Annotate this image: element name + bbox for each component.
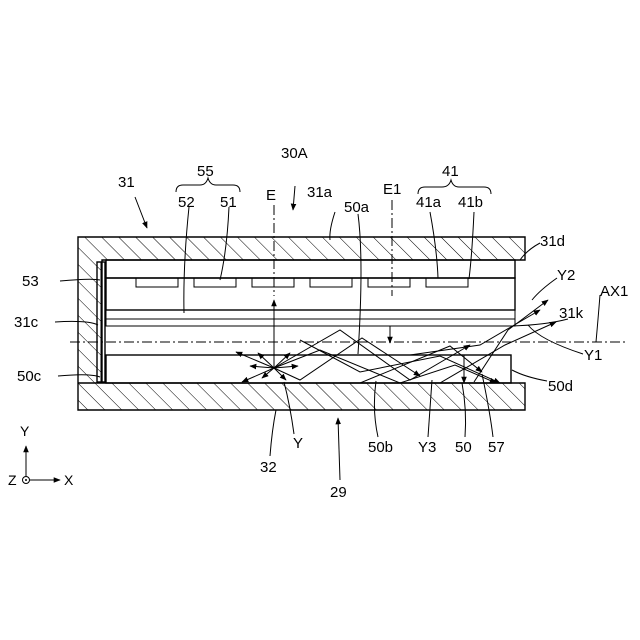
label-50d: 50d — [548, 378, 573, 395]
label-31a: 31a — [307, 184, 333, 201]
label-41b: 41b — [458, 194, 483, 211]
label-53: 53 — [22, 273, 39, 290]
brace-55 — [176, 178, 240, 192]
axis-y-label: Y — [20, 423, 30, 439]
label-y3: Y3 — [418, 439, 436, 456]
electrode-row — [136, 278, 468, 287]
label-29: 29 — [330, 484, 347, 501]
label-55: 55 — [197, 163, 214, 180]
casing-31 — [78, 237, 525, 410]
label-50a: 50a — [344, 199, 370, 216]
label-e1: E1 — [383, 181, 401, 198]
label-y2: Y2 — [557, 267, 575, 284]
coordinate-axes: Y Z X — [8, 423, 74, 488]
label-50b: 50b — [368, 439, 393, 456]
label-31k: 31k — [559, 305, 584, 322]
brace-41 — [418, 180, 491, 194]
label-50: 50 — [455, 439, 472, 456]
label-52: 52 — [178, 194, 195, 211]
label-31c: 31c — [14, 314, 39, 331]
axis-x-label: X — [64, 472, 74, 488]
label-31d: 31d — [540, 233, 565, 250]
label-57: 57 — [488, 439, 505, 456]
label-41a: 41a — [416, 194, 442, 211]
label-ax1: AX1 — [600, 283, 628, 300]
label-e: E — [266, 187, 276, 204]
label-32: 32 — [260, 459, 277, 476]
label-y1: Y1 — [584, 347, 602, 364]
label-31: 31 — [118, 174, 135, 191]
light-guide-50 — [106, 355, 511, 383]
label-51: 51 — [220, 194, 237, 211]
axis-z-label: Z — [8, 472, 17, 488]
label-y: Y — [293, 435, 303, 452]
label-30a: 30A — [281, 145, 308, 162]
layer-52 — [106, 310, 515, 326]
label-41: 41 — [442, 163, 459, 180]
leader-lines — [55, 186, 600, 480]
label-50c: 50c — [17, 368, 42, 385]
